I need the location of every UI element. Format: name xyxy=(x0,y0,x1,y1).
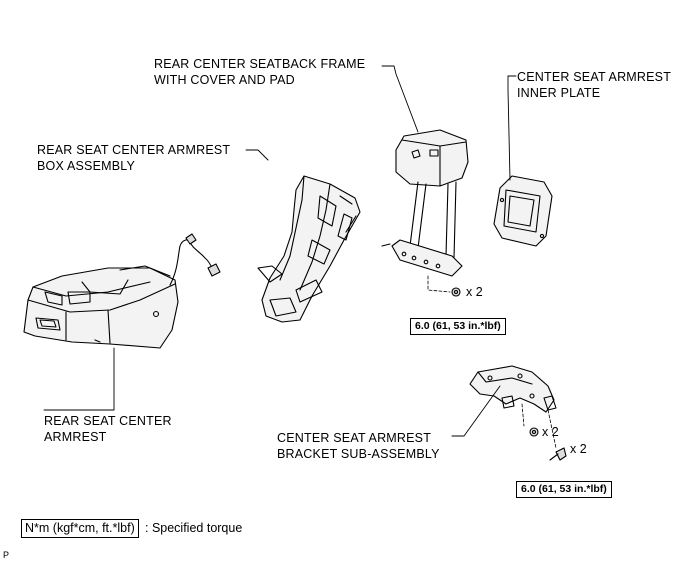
seatback-frame-label-line1: REAR CENTER SEATBACK FRAME xyxy=(154,57,366,71)
armrest-label-line1: REAR SEAT CENTER xyxy=(44,414,172,428)
bracket-part xyxy=(451,365,567,461)
inner-plate-label-line2: INNER PLATE xyxy=(517,86,601,100)
bracket-bolt-torque: 6.0 (61, 53 in.*lbf) xyxy=(516,481,612,498)
torque-legend-description: : Specified torque xyxy=(145,521,243,535)
bracket-label-line1: CENTER SEAT ARMREST xyxy=(277,431,432,445)
armrest-box-label-line2: BOX ASSEMBLY xyxy=(37,159,136,173)
bracket-nut-quantity: x 2 xyxy=(542,425,559,439)
torque-unit-legend: N*m (kgf*cm, ft.*lbf) xyxy=(21,519,139,538)
armrest-label-line2: ARMREST xyxy=(44,430,107,444)
bracket-label: CENTER SEAT ARMREST BRACKET SUB-ASSEMBLY xyxy=(277,430,440,462)
inner-plate-label-line1: CENTER SEAT ARMREST xyxy=(517,70,672,84)
rear-seat-center-armrest-part xyxy=(23,233,221,411)
bracket-label-line2: BRACKET SUB-ASSEMBLY xyxy=(277,447,440,461)
seatback-frame-part xyxy=(381,65,469,297)
figure-code: P xyxy=(3,550,10,560)
seatback-frame-label: REAR CENTER SEATBACK FRAME WITH COVER AN… xyxy=(154,56,365,88)
armrest-box-label: REAR SEAT CENTER ARMREST BOX ASSEMBLY xyxy=(37,142,230,174)
bracket-bolt-quantity: x 2 xyxy=(570,442,587,456)
frame-nut-torque: 6.0 (61, 53 in.*lbf) xyxy=(410,318,506,335)
armrest-label: REAR SEAT CENTER ARMREST xyxy=(44,413,172,445)
armrest-box-label-line1: REAR SEAT CENTER ARMREST xyxy=(37,143,231,157)
seatback-frame-label-line2: WITH COVER AND PAD xyxy=(154,73,295,87)
armrest-box-assembly-part xyxy=(245,149,361,323)
frame-nut-quantity: x 2 xyxy=(466,285,483,299)
inner-plate-part xyxy=(493,75,553,247)
inner-plate-label: CENTER SEAT ARMREST INNER PLATE xyxy=(517,69,671,101)
